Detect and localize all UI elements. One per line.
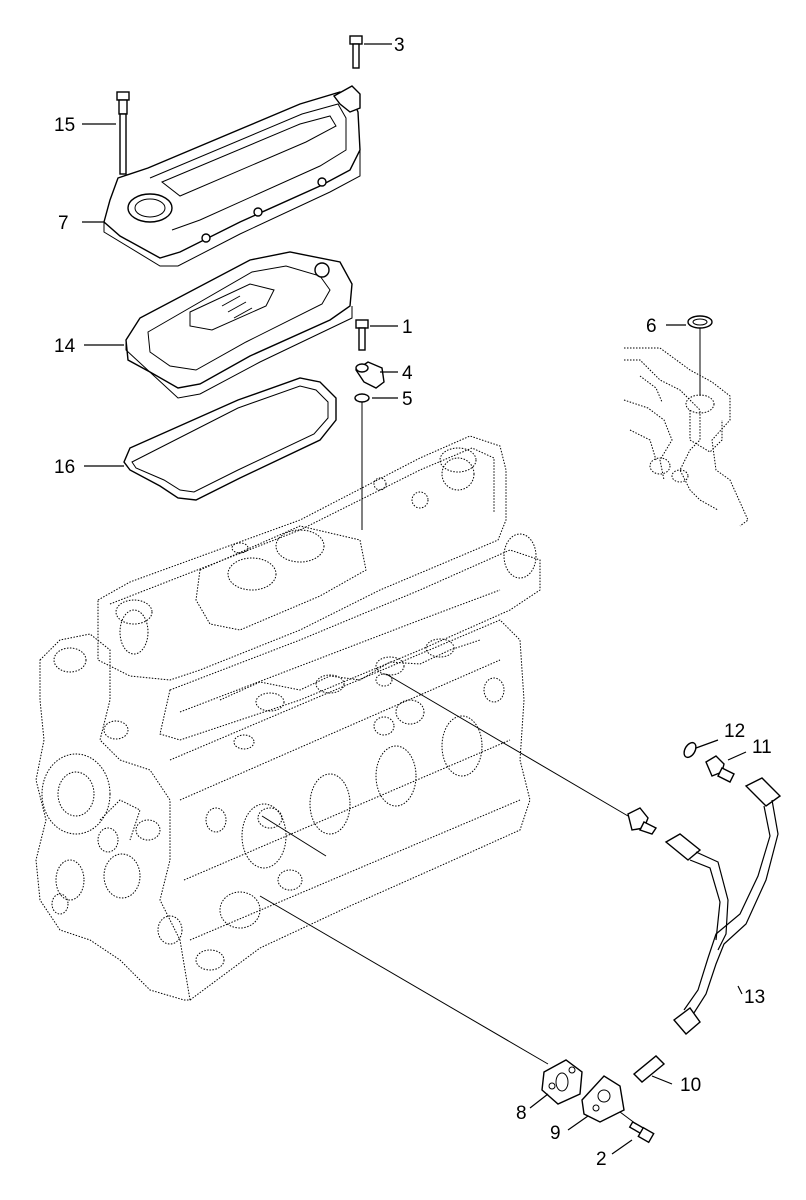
- part-6-ring: [687, 315, 713, 396]
- callout-6: 6: [646, 316, 657, 337]
- callout-4: 4: [402, 363, 413, 384]
- part-9-flange: [581, 1075, 625, 1123]
- inset-detail-casting: [623, 347, 749, 527]
- part-7-valve-cover: [103, 85, 361, 267]
- part-8-gasket-plate: [541, 1059, 583, 1105]
- callout-2: 2: [596, 1149, 607, 1170]
- callout-16: 16: [54, 457, 75, 478]
- callout-leaders: [82, 43, 747, 1155]
- callout-13: 13: [744, 987, 765, 1008]
- callout-14: 14: [54, 336, 76, 357]
- part-2-bolt: [628, 1120, 655, 1144]
- callout-7: 7: [58, 213, 69, 234]
- callout-1: 1: [402, 317, 413, 338]
- part-3-bolt: [349, 35, 363, 69]
- connection-lines: [259, 673, 637, 1125]
- part-4-bracket: [355, 361, 385, 389]
- part-12-o-ring: [683, 741, 697, 759]
- callout-10: 10: [680, 1075, 701, 1096]
- part-14-inner-cover: [125, 251, 353, 399]
- callout-11: 11: [752, 737, 772, 758]
- callout-8: 8: [516, 1103, 527, 1124]
- block-fitting: [627, 807, 658, 835]
- engine-block: [35, 435, 541, 1001]
- part-1-bolt: [355, 319, 369, 351]
- part-13-tube: [664, 777, 782, 1035]
- part-15-stud: [116, 91, 130, 175]
- part-10-sleeve: [632, 1055, 666, 1083]
- callout-5: 5: [402, 389, 413, 410]
- part-11-sensor: [705, 755, 735, 783]
- part-16-gasket: [123, 377, 337, 501]
- part-5-o-ring: [354, 393, 370, 403]
- callout-15: 15: [54, 115, 75, 136]
- callout-3: 3: [394, 35, 405, 56]
- callout-9: 9: [550, 1123, 561, 1144]
- callout-12: 12: [724, 721, 745, 742]
